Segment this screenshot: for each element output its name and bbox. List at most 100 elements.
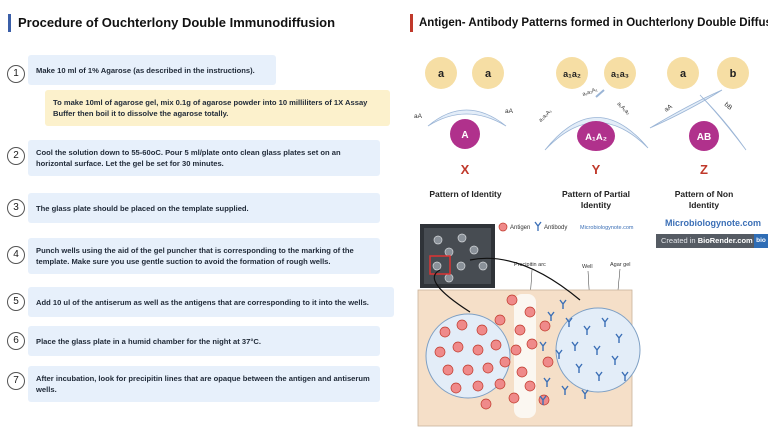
precipitin-arc-x bbox=[427, 109, 507, 127]
antigen-well-y-right bbox=[604, 57, 636, 89]
antigen-well-x-left bbox=[425, 57, 457, 89]
antibody-well-large bbox=[555, 307, 641, 393]
antigen-dot bbox=[516, 366, 528, 378]
antigen-dot bbox=[456, 319, 468, 331]
biorender-brand: BioRender.com bbox=[697, 236, 753, 245]
agar-gel-block bbox=[417, 289, 633, 427]
antigen-dot bbox=[499, 356, 511, 368]
antigen-legend-icon bbox=[498, 222, 508, 232]
antigen-dot bbox=[450, 382, 462, 394]
zoom-line-right bbox=[469, 257, 581, 301]
pattern-label-partial-identity: Pattern of Partial Identity bbox=[561, 189, 631, 210]
precipitin-line-z-b bbox=[699, 94, 747, 151]
well-label-x-left: a bbox=[438, 68, 445, 80]
antiserum-label-y: A₁A₂ bbox=[585, 132, 607, 143]
arc-label-y-top: a₁a₂A₁ bbox=[582, 87, 599, 98]
antibody-shape bbox=[539, 341, 547, 351]
antibody-shape bbox=[583, 325, 591, 335]
antigen-dot bbox=[514, 324, 526, 336]
gel-plate-photo bbox=[420, 224, 495, 288]
antibody-shape bbox=[611, 355, 619, 365]
gel-plate-photo-inner bbox=[424, 228, 491, 284]
agarose-note: To make 10ml of agarose gel, mix 0.1g of… bbox=[45, 90, 390, 126]
pattern-label-identity: Pattern of Identity bbox=[429, 189, 502, 199]
photo-well bbox=[444, 247, 454, 257]
antigen-dot bbox=[472, 380, 484, 392]
antibody-shape bbox=[581, 389, 589, 399]
precipitin-arc-label: Precipitin arc bbox=[514, 262, 546, 268]
antigen-dot bbox=[480, 398, 492, 410]
antigen-well-z-right bbox=[717, 57, 749, 89]
arc-label-y-left: a₁a₂A₁ bbox=[538, 108, 553, 123]
antigen-dot bbox=[539, 320, 551, 332]
photo-well bbox=[478, 261, 488, 271]
antibody-shape bbox=[575, 363, 583, 373]
photo-highlight-box bbox=[429, 255, 451, 275]
antigen-dot bbox=[472, 344, 484, 356]
pattern-letter-y: Y bbox=[592, 162, 601, 177]
antibody-shape bbox=[561, 385, 569, 395]
antigen-dot bbox=[524, 380, 536, 392]
step-number-6: 6 bbox=[7, 332, 25, 350]
arc-label-x-left: aA bbox=[414, 113, 423, 120]
antiserum-well-z bbox=[689, 121, 719, 151]
well-label-y-left: a₁a₂ bbox=[563, 69, 581, 79]
photo-well bbox=[457, 233, 467, 243]
antigen-dot bbox=[506, 294, 518, 306]
gel-plate-photo-bg bbox=[420, 224, 495, 288]
antibody-shape bbox=[601, 317, 609, 327]
pattern-label-non-identity: Pattern of Non Identity bbox=[674, 189, 734, 210]
precipitin-arc-y bbox=[544, 117, 649, 151]
antigen-legend-label: Antigen bbox=[510, 225, 530, 231]
agar-gel-label: Agar gel bbox=[610, 262, 631, 268]
arc-label-z-left: aA bbox=[663, 103, 674, 114]
antigen-dot bbox=[476, 324, 488, 336]
photo-well bbox=[456, 261, 466, 271]
zoom-line-left bbox=[433, 269, 471, 313]
antigen-well-large bbox=[425, 313, 511, 399]
antiserum-well-y bbox=[577, 121, 615, 151]
step-number-1: 1 bbox=[7, 65, 25, 83]
photo-well bbox=[432, 261, 442, 271]
precipitin-spur-y bbox=[595, 89, 605, 98]
antibody-shape bbox=[595, 371, 603, 381]
antigen-well-x-right bbox=[472, 57, 504, 89]
antibody-shape bbox=[543, 377, 551, 387]
antibody-shape bbox=[615, 333, 623, 343]
biorender-logo: bio bbox=[754, 234, 768, 248]
antibody-shape bbox=[559, 299, 567, 309]
antibody-shape bbox=[571, 341, 579, 351]
antibody-legend-label: Antibody bbox=[544, 225, 567, 231]
arc-label-y-right: a₁A₁a₂ bbox=[616, 101, 631, 116]
patterns-title: Antigen- Antibody Patterns formed in Ouc… bbox=[410, 14, 768, 32]
precipitin-line-z-a bbox=[649, 89, 723, 129]
antigen-dot bbox=[439, 326, 451, 338]
antigen-dot bbox=[538, 394, 550, 406]
step-5-text: Add 10 ul of the antiserum as well as th… bbox=[28, 287, 394, 317]
antigen-dot bbox=[494, 314, 506, 326]
antigen-dot bbox=[508, 392, 520, 404]
antibody-shape bbox=[621, 371, 629, 381]
step-6-text: Place the glass plate in a humid chamber… bbox=[28, 326, 380, 356]
well-label-y-right: a₁a₃ bbox=[611, 69, 629, 79]
watermark-small: Microbiologynote.com bbox=[580, 225, 634, 231]
photo-well bbox=[469, 245, 479, 255]
step-number-4: 4 bbox=[7, 246, 25, 264]
antigen-dot bbox=[526, 338, 538, 350]
antigen-dot bbox=[510, 344, 522, 356]
antigen-dot bbox=[524, 306, 536, 318]
biorender-badge[interactable]: Created in BioRender.com bio bbox=[656, 234, 768, 248]
antigen-well-z-left bbox=[667, 57, 699, 89]
legend: Antigen Antibody bbox=[498, 221, 567, 232]
step-1-text: Make 10 ml of 1% Agarose (as described i… bbox=[28, 55, 276, 85]
antigen-dot bbox=[462, 364, 474, 376]
pattern-identity: a a aA aA A X bbox=[414, 57, 514, 177]
antiserum-label-x: A bbox=[461, 130, 468, 141]
procedure-title: Procedure of Ouchterlony Double Immunodi… bbox=[8, 14, 335, 32]
photo-well bbox=[433, 235, 443, 245]
step-number-2: 2 bbox=[7, 147, 25, 165]
antibody-legend-icon bbox=[534, 221, 542, 231]
antigen-dot bbox=[442, 364, 454, 376]
arc-label-z-right: bB bbox=[723, 101, 734, 111]
biorender-prefix: Created in bbox=[661, 236, 698, 245]
